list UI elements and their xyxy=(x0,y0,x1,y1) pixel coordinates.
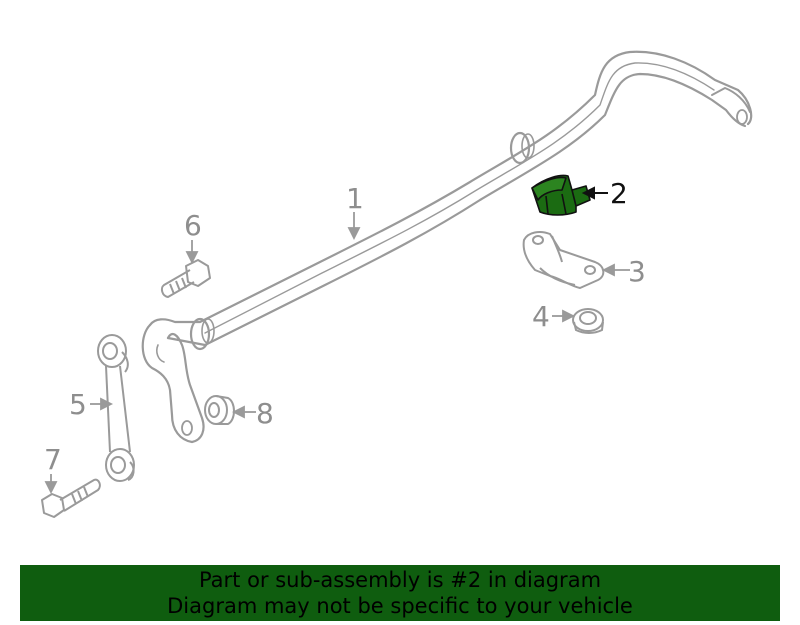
stabilizer-bushing-part-2 xyxy=(531,174,591,216)
callout-4: 4 xyxy=(532,300,550,333)
callout-1: 1 xyxy=(346,182,364,215)
bolt-part-7 xyxy=(41,478,101,518)
banner-line-2: Diagram may not be specific to your vehi… xyxy=(167,594,633,618)
callout-6: 6 xyxy=(184,209,202,242)
leader-lines xyxy=(44,212,630,495)
callout-5: 5 xyxy=(69,388,87,421)
stabilizer-bar xyxy=(141,50,753,444)
callout-3: 3 xyxy=(628,255,646,288)
info-banner: Part or sub-assembly is #2 in diagram Di… xyxy=(20,565,780,621)
bushing-bracket xyxy=(522,231,605,289)
stabilizer-link-part-5 xyxy=(97,334,135,482)
stabilizer-bar-diagram: 1 2 3 4 5 6 7 8 xyxy=(41,50,753,518)
leader-line-part-2 xyxy=(581,186,608,200)
banner-line-1: Part or sub-assembly is #2 in diagram xyxy=(198,568,602,592)
callout-7: 7 xyxy=(44,443,62,476)
callout-8: 8 xyxy=(256,397,274,430)
callout-2: 2 xyxy=(610,177,628,210)
bolt-part-6 xyxy=(160,259,211,298)
link-bushing-part-8 xyxy=(204,395,235,425)
flange-nut-part-4 xyxy=(572,308,604,334)
